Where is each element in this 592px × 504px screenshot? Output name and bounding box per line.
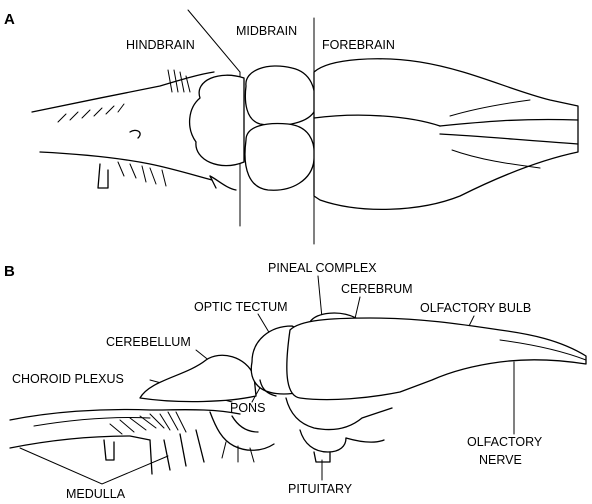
label-olfactory-bulb: OLFACTORY BULB — [420, 301, 531, 315]
label-forebrain: FOREBRAIN — [322, 38, 395, 52]
label-midbrain: MIDBRAIN — [236, 24, 297, 38]
optic-tectum-right-lobe — [245, 124, 314, 191]
cerebellum-lateral — [140, 355, 256, 401]
label-medulla: MEDULLA — [66, 487, 126, 501]
cerebrum-olfactory-bulb-outline — [287, 318, 586, 400]
label-pineal-complex: PINEAL COMPLEX — [268, 261, 377, 275]
label-olfactory-nerve-line2: NERVE — [479, 453, 522, 467]
optic-tectum-left-lobe — [245, 66, 315, 125]
label-cerebellum: CEREBELLUM — [106, 335, 191, 349]
label-olfactory-nerve-line1: OLFACTORY — [467, 435, 543, 449]
panel-b-letter: B — [4, 263, 15, 280]
label-cerebrum: CEREBRUM — [341, 282, 413, 296]
panel-a: A HINDBRAIN MIDBRAIN FOREBRAIN — [4, 10, 578, 244]
cerebellum-dorsal-outline — [190, 75, 244, 165]
label-hindbrain: HINDBRAIN — [126, 38, 195, 52]
label-choroid-plexus: CHOROID PLEXUS — [12, 372, 124, 386]
medulla-outline — [10, 409, 240, 474]
label-pituitary: PITUITARY — [288, 482, 353, 496]
panel-b: B PINEAL COMPLEX CEREBRUM OPTIC TECTUM O… — [4, 261, 586, 501]
label-optic-tectum: OPTIC TECTUM — [194, 300, 288, 314]
panel-a-letter: A — [4, 11, 15, 28]
